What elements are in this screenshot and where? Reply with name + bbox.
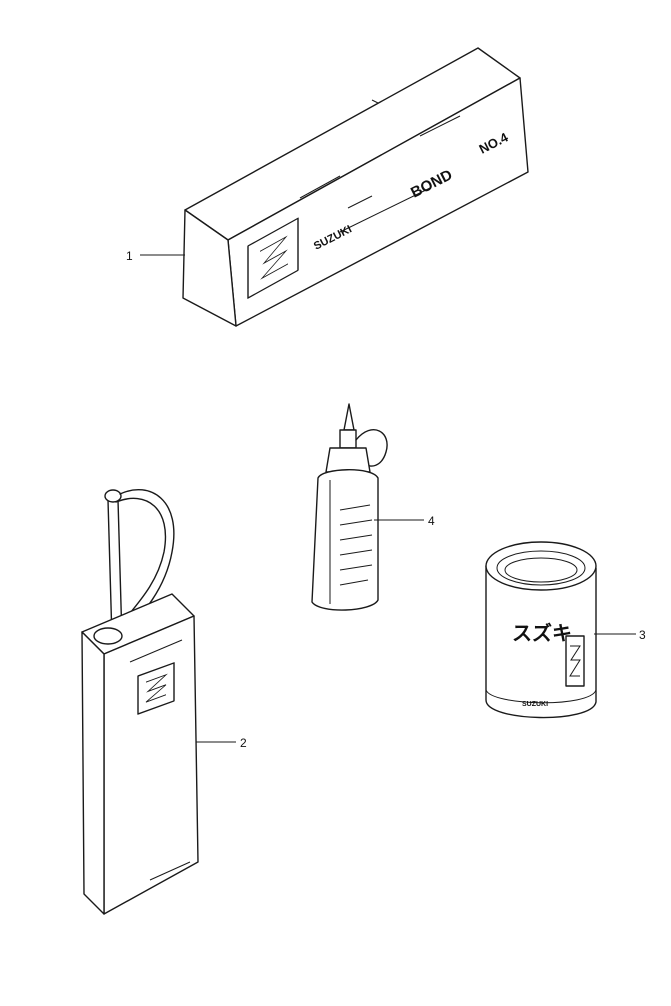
- can-brand-text: SUZUKI: [522, 701, 548, 708]
- box-end-face: [182, 209, 237, 327]
- part-2-tall-can: [81, 489, 199, 915]
- bottle-body: [311, 469, 379, 611]
- callout-1: 1: [126, 249, 133, 263]
- tall-can-side: [81, 631, 105, 915]
- part-4-bottle: [311, 403, 388, 611]
- can-logo-icon: [565, 635, 585, 687]
- callout-2: 2: [240, 736, 247, 750]
- tall-can-front: [103, 615, 199, 915]
- tall-can-logo-icon: [137, 662, 175, 715]
- callout-3: 3: [639, 628, 646, 642]
- part-3-can: スズキ SUZUKI: [485, 541, 597, 719]
- callout-4: 4: [428, 514, 435, 528]
- suzuki-logo-icon: [247, 217, 299, 299]
- can-body: [485, 565, 597, 719]
- bottle-nozzle: [343, 403, 355, 431]
- part-1-bond-box: SUZUKI BOND NO.4: [182, 47, 529, 327]
- can-katakana-text: スズキ: [512, 621, 572, 645]
